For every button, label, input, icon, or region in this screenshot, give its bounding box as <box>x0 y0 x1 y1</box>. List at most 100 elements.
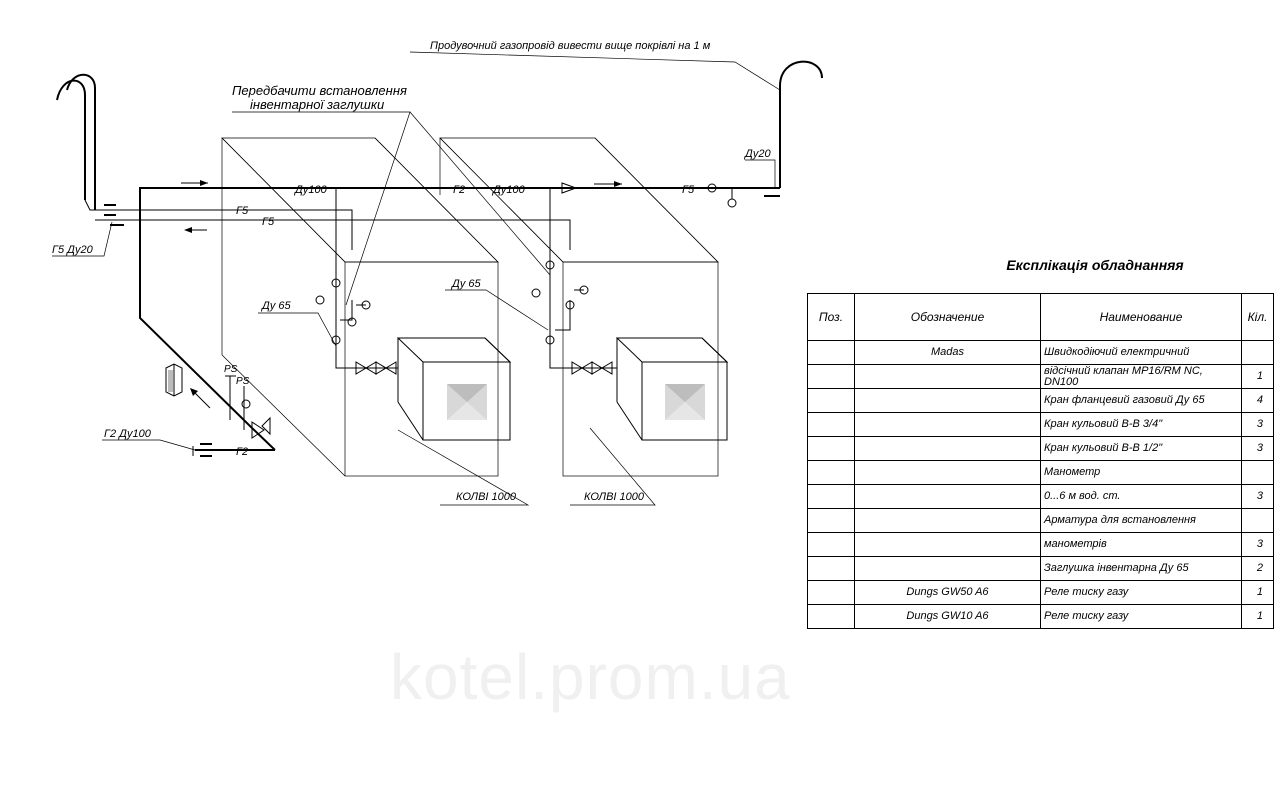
g2-du100-label: Г2 Ду100 <box>104 428 152 440</box>
row-name: Кран кульовий В-В 1/2" <box>1040 436 1242 461</box>
main-valves <box>192 182 737 457</box>
row-qty: 1 <box>1241 364 1274 389</box>
equipment-table: Поз. Обозначение Наименование Кіл. Madas… <box>807 293 1274 629</box>
row-designation <box>854 484 1041 509</box>
row-name: Швидкодіючий електричний <box>1040 340 1242 365</box>
boiler-room-right <box>439 137 719 477</box>
row-name: Реле тиску газу <box>1040 604 1242 629</box>
table-title: Експлікація обладнанняя <box>1006 257 1184 273</box>
plug-note-line2: інвентарної заглушки <box>250 97 384 112</box>
row-qty: 2 <box>1241 556 1274 581</box>
boiler-right-label: КОЛВІ 1000 <box>584 491 645 503</box>
row-qty: 3 <box>1241 412 1274 437</box>
row-pos <box>807 580 855 605</box>
row-qty: 3 <box>1241 436 1274 461</box>
header-name: Наименование <box>1040 293 1242 341</box>
header-designation: Обозначение <box>854 293 1041 341</box>
row-pos <box>807 508 855 533</box>
watermark: kotel.prom.ua <box>390 641 791 713</box>
table-row: Арматура для встановлення <box>807 508 1274 533</box>
purge-note: Продувочний газопровід вивести вище покр… <box>430 40 711 52</box>
du65-left-label: Ду 65 <box>260 300 292 312</box>
row-pos <box>807 436 855 461</box>
row-qty <box>1241 508 1274 533</box>
row-name: 0...6 м вод. ст. <box>1040 484 1242 509</box>
row-name: манометрів <box>1040 532 1242 557</box>
row-designation: Dungs GW10 A6 <box>854 604 1041 629</box>
purge-pipes <box>56 73 780 331</box>
table-header-row: Поз. Обозначение Наименование Кіл. <box>807 293 1274 341</box>
table-row: Кран кульовий В-В 1/2"3 <box>807 436 1274 461</box>
ps-lower-label: PS <box>236 376 250 387</box>
row-qty: 3 <box>1241 484 1274 509</box>
main-gas-pipe <box>139 60 823 451</box>
row-name: Арматура для встановлення <box>1040 508 1242 533</box>
row-designation <box>854 460 1041 485</box>
row-qty: 1 <box>1241 604 1274 629</box>
table-row: Манометр <box>807 460 1274 485</box>
g5-du20-label: Г5 Ду20 <box>52 244 94 256</box>
row-qty: 1 <box>1241 580 1274 605</box>
leader-lines <box>52 51 781 506</box>
control-box <box>165 363 183 397</box>
row-pos <box>807 388 855 413</box>
row-pos <box>807 412 855 437</box>
row-qty <box>1241 340 1274 365</box>
g2-mid-label: Г2 <box>453 184 465 196</box>
row-qty: 4 <box>1241 388 1274 413</box>
g5-lower-label: Г5 <box>262 216 275 228</box>
row-name: відсічний клапан MP16/RM NC, DN100 <box>1040 364 1242 389</box>
row-designation: Madas <box>854 340 1041 365</box>
boiler-left-label: КОЛВІ 1000 <box>456 491 517 503</box>
du100-right-label: Ду100 <box>491 184 526 196</box>
row-pos <box>807 484 855 509</box>
du65-right-label: Ду 65 <box>450 278 482 290</box>
branch-right <box>531 188 617 375</box>
header-pos: Поз. <box>807 293 855 341</box>
row-pos <box>807 604 855 629</box>
row-qty: 3 <box>1241 532 1274 557</box>
g5-right-label: Г5 <box>682 184 695 196</box>
row-qty <box>1241 460 1274 485</box>
row-name: Заглушка інвентарна Ду 65 <box>1040 556 1242 581</box>
row-pos <box>807 532 855 557</box>
row-designation <box>854 412 1041 437</box>
ps-upper-label: PS <box>224 364 238 375</box>
du100-left-label: Ду100 <box>293 184 328 196</box>
row-designation <box>854 532 1041 557</box>
row-name: Кран кульовий В-В 3/4" <box>1040 412 1242 437</box>
row-pos <box>807 364 855 389</box>
g2-inlet-label: Г2 <box>236 446 248 458</box>
row-pos <box>807 340 855 365</box>
row-designation: Dungs GW50 A6 <box>854 580 1041 605</box>
row-designation <box>854 556 1041 581</box>
row-name: Манометр <box>1040 460 1242 485</box>
du20-label: Ду20 <box>743 148 771 160</box>
plug-note-line1: Передбачити встановлення <box>232 83 407 98</box>
row-pos <box>807 460 855 485</box>
table-row: Кран кульовий В-В 3/4"3 <box>807 412 1274 437</box>
row-designation <box>854 436 1041 461</box>
row-name: Реле тиску газу <box>1040 580 1242 605</box>
table-row: 0...6 м вод. ст.3 <box>807 484 1274 509</box>
boiler-left <box>396 337 512 441</box>
header-qty: Кіл. <box>1241 293 1274 341</box>
row-designation <box>854 364 1041 389</box>
g5-upper-label: Г5 <box>236 205 249 217</box>
branch-left <box>315 188 398 375</box>
boiler-room-left <box>221 137 499 477</box>
row-name: Кран фланцевий газовий Ду 65 <box>1040 388 1242 413</box>
row-designation <box>854 508 1041 533</box>
boiler-right <box>615 337 729 441</box>
row-designation <box>854 388 1041 413</box>
row-pos <box>807 556 855 581</box>
